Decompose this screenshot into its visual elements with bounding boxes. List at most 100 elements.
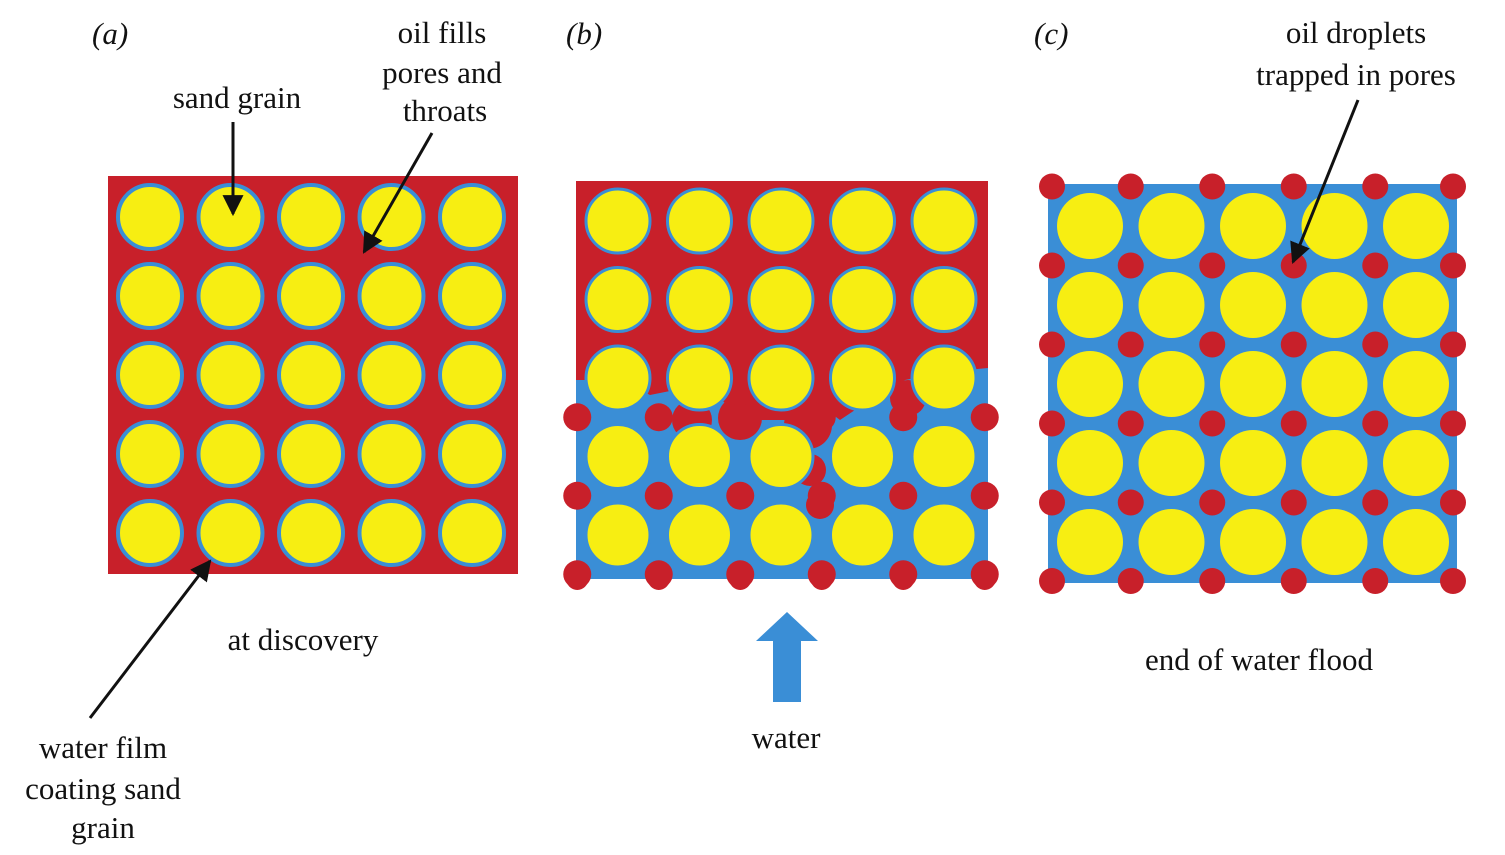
oil-droplet [970,481,999,510]
sand-grain [910,423,978,490]
sand-grain [1057,272,1123,338]
sand-grain [584,501,652,569]
sand-grain [1138,272,1205,338]
oil-droplet [563,403,592,432]
sand-grain [829,423,896,490]
oil-droplet [1199,410,1226,437]
sand-grain [1301,351,1368,417]
panel-a-sand-grains [116,183,506,567]
sand-grain [196,499,265,567]
oil-droplet [647,568,670,590]
sand-grain [1301,509,1368,575]
oil-droplet [1117,568,1144,594]
sand-grain [1138,430,1205,496]
oil-droplet [973,568,996,590]
oil-fills-label-line3: throats [403,93,487,128]
sand-grain [116,262,184,330]
oil-droplets-pointer-arrow [1290,99,1360,264]
sand-grain [116,341,184,409]
sand-grain [829,344,896,412]
sand-grain [910,501,978,569]
sand-grain [1383,509,1449,575]
sand-grain [910,266,978,333]
oil-droplet [1117,252,1144,279]
sand-grain-label: sand grain [173,80,302,115]
sand-grain [666,187,733,255]
oil-droplet [1199,489,1226,516]
water-film-pointer-arrow [88,559,212,719]
oil-droplet [807,481,836,510]
sand-grain [438,420,506,488]
oil-droplet [726,481,755,510]
panel-a-letter: (a) [92,16,128,51]
sand-grain [584,423,652,490]
oil-droplet [1199,252,1226,279]
sand-grain [747,501,815,569]
sand-grain [277,262,345,330]
panel-b-letter: (b) [566,16,602,51]
oil-droplet [1440,410,1466,437]
sand-grain [829,187,896,255]
panel-c [1039,173,1466,594]
oil-droplet [1280,410,1307,437]
oil-droplet [1199,173,1226,200]
sand-grain [438,183,506,251]
oil-droplet [1362,410,1389,437]
oil-droplet [1117,410,1144,437]
sand-grain [1138,193,1205,259]
sand-grain [196,341,265,409]
sand-grain [438,499,506,567]
panel-b-caption: water [752,720,822,755]
panel-a [108,176,518,574]
panel-b [563,181,999,590]
oil-droplet [1117,331,1144,358]
sand-grain [357,183,426,251]
oil-droplet [1280,489,1307,516]
sand-grain [277,183,345,251]
panel-c-sand-grains [1057,193,1449,575]
sand-grain [277,420,345,488]
sand-grain [357,262,426,330]
sand-grain [910,344,978,412]
sand-grain [196,183,265,251]
sand-grain [1301,430,1368,496]
oil-droplet [810,568,833,590]
sand-grain [1301,193,1368,259]
oil-droplet [807,403,836,432]
panel-b-oil-droplets [563,403,999,590]
oil-droplet [1440,173,1466,200]
oil-droplet [1117,489,1144,516]
sand-grain [116,420,184,488]
oil-droplet [726,403,755,432]
oil-droplet [729,568,752,590]
sand-grain [1301,272,1368,338]
oil-droplet [1440,331,1466,358]
oil-fills-pointer-arrow [362,132,434,254]
sand-grain [1383,272,1449,338]
sand-grain [666,344,733,412]
sand-grain [1220,430,1286,496]
oil-droplet [1440,489,1466,516]
sand-grain [1383,351,1449,417]
sand-grain [1057,351,1123,417]
water-film-label-line1: water film [39,730,167,765]
oil-droplet [1362,568,1389,594]
sand-grain [747,344,815,412]
water-inflow-arrow-icon [756,612,818,702]
oil-droplets-label-line1: oil droplets [1286,15,1426,50]
panel-c-caption: end of water flood [1145,642,1374,677]
sand-grain [277,341,345,409]
oil-fills-label-line2: pores and [382,55,502,90]
oil-droplet [1039,489,1065,516]
oil-droplet [1362,331,1389,358]
sand-grain [1383,430,1449,496]
sand-grain [910,187,978,255]
sand-grain [1057,509,1123,575]
sand-grain [829,266,896,333]
sand-grain [1220,351,1286,417]
oil-droplet [1362,173,1389,200]
sand-grain [196,262,265,330]
oil-droplet [1199,331,1226,358]
sand-grain [584,344,652,412]
